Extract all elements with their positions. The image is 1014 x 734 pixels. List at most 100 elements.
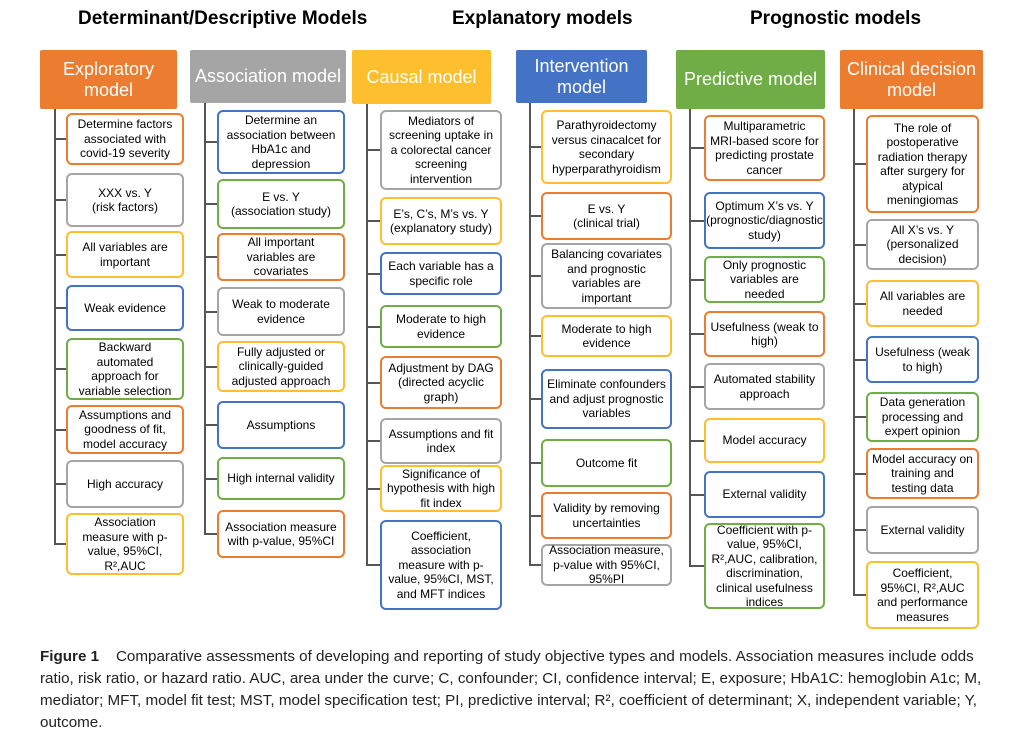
model-header-0: Exploratory model	[40, 50, 177, 109]
model-attribute-text: Weak to moderate evidence	[232, 297, 330, 326]
connector-branch	[853, 163, 866, 165]
model-header-5: Clinical decision model	[840, 50, 983, 109]
model-attribute-text: The role of postoperative radiation ther…	[877, 120, 968, 208]
connector-trunk	[529, 103, 531, 565]
model-attribute-text: Multiparametric MRI-based score for pred…	[710, 119, 819, 177]
connector-branch	[204, 256, 217, 258]
model-attribute-text: Usefulness (weak to high)	[710, 319, 819, 349]
model-attribute-box: Association measure, p-value with 95%CI,…	[541, 543, 672, 586]
model-attribute-box: E vs. Y (association study)	[217, 179, 345, 229]
model-attribute-box: All important variables are covariates	[217, 233, 345, 281]
model-attribute-box: Balancing covariates and prognostic vari…	[541, 243, 672, 309]
model-attribute-text: Only prognostic variables are needed	[722, 257, 807, 301]
model-attribute-text: All variables are needed	[879, 289, 966, 318]
model-attribute-box: All variables are important	[66, 231, 184, 278]
connector-branch	[689, 219, 704, 222]
model-attribute-text: Data generation processing and expert op…	[879, 395, 966, 439]
model-attribute-text: Determine an association between HbA1c a…	[226, 113, 336, 171]
connector-branch	[54, 428, 66, 431]
connector-branch	[853, 416, 866, 418]
connector-branch	[366, 564, 380, 566]
connector-branch	[54, 543, 66, 545]
model-attribute-box: XXX vs. Y (risk factors)	[66, 173, 184, 227]
caption-label: Figure 1	[40, 648, 100, 665]
connector-branch	[529, 335, 541, 337]
group-title-prognostic: Prognostic models	[750, 8, 922, 29]
connector-branch	[529, 462, 541, 464]
connector-branch	[204, 310, 217, 313]
model-attribute-box: High accuracy	[66, 460, 184, 508]
model-attribute-box: Parathyroidectomy versus cinacalcet for …	[541, 110, 672, 184]
connector-branch	[54, 138, 66, 140]
model-attribute-box: High internal validity	[217, 457, 345, 500]
connector-branch	[689, 147, 704, 149]
model-attribute-text: All variables are important	[82, 240, 168, 269]
model-attribute-text: Validity by removing uncertainties	[553, 501, 660, 530]
model-attribute-box: The role of postoperative radiation ther…	[866, 115, 979, 213]
model-attribute-box: Optimum X’s vs. Y (prognostic/diagnostic…	[704, 192, 825, 249]
model-attribute-box: Only prognostic variables are needed	[704, 256, 825, 303]
connector-branch	[529, 146, 541, 148]
connector-branch	[853, 243, 866, 246]
model-attribute-box: Assumptions and fit index	[380, 418, 502, 464]
connector-branch	[54, 199, 66, 201]
model-attribute-box: All variables are needed	[866, 280, 979, 327]
connector-branch	[366, 381, 380, 384]
model-attribute-box: All X’s vs. Y (personalized decision)	[866, 219, 979, 270]
connector-branch	[54, 307, 66, 309]
connector-branch	[204, 424, 217, 426]
model-attribute-text: External validity	[722, 487, 807, 502]
connector-branch	[54, 368, 66, 370]
model-attribute-box: Significance of hypothesis with high fit…	[380, 465, 502, 512]
model-attribute-box: Automated stability approach	[704, 363, 825, 410]
model-attribute-text: Association measure with p-value, 95%CI	[225, 519, 337, 549]
model-attribute-box: Validity by removing uncertainties	[541, 492, 672, 539]
model-attribute-text: E’s, C’s, M’s vs. Y (explanatory study)	[389, 206, 493, 236]
model-attribute-text: Moderate to high evidence	[561, 321, 652, 351]
connector-branch	[366, 272, 380, 275]
model-attribute-text: High internal validity	[227, 471, 335, 486]
model-attribute-text: E vs. Y (clinical trial)	[573, 201, 640, 231]
model-attribute-box: External validity	[866, 506, 979, 554]
connector-branch	[54, 253, 66, 256]
connector-branch	[853, 529, 866, 531]
model-attribute-box: Coefficient, 95%CI, R²,AUC and performan…	[866, 561, 979, 629]
model-attribute-box: Eliminate confounders and adjust prognos…	[541, 369, 672, 429]
model-header-3: Intervention model	[516, 50, 647, 103]
model-attribute-box: Moderate to high evidence	[541, 315, 672, 357]
figure-caption: Figure 1 Comparative assessments of deve…	[40, 646, 1000, 734]
model-attribute-text: All important variables are covariates	[246, 235, 316, 279]
connector-branch	[204, 477, 217, 480]
model-attribute-text: Association measure with p-value, 95%CI,…	[82, 515, 168, 573]
model-attribute-box: Determine factors associated with covid-…	[66, 113, 184, 165]
model-attribute-text: External validity	[880, 522, 965, 537]
model-attribute-box: Model accuracy	[704, 418, 825, 463]
model-attribute-box: External validity	[704, 471, 825, 518]
connector-branch	[204, 141, 217, 143]
connector-branch	[689, 439, 704, 442]
connector-branch	[689, 385, 704, 388]
connector-branch	[529, 398, 541, 400]
model-attribute-box: Each variable has a specific role	[380, 252, 502, 295]
model-header-4: Predictive model	[676, 50, 825, 109]
connector-branch	[689, 565, 704, 567]
model-attribute-text: Model accuracy	[722, 433, 807, 448]
model-attribute-text: Assumptions and fit index	[388, 426, 494, 456]
group-title-descriptive: Determinant/Descriptive Models	[78, 8, 368, 29]
model-attribute-text: Coefficient, 95%CI, R²,AUC and performan…	[877, 566, 968, 624]
model-attribute-text: Assumptions	[246, 417, 316, 432]
connector-branch	[689, 333, 704, 335]
model-attribute-text: Determine factors associated with covid-…	[77, 117, 173, 161]
connector-branch	[366, 325, 380, 328]
model-attribute-box: Assumptions	[217, 401, 345, 449]
model-attribute-text: All X’s vs. Y (personalized decision)	[886, 222, 959, 266]
model-attribute-box: Usefulness (weak to high)	[704, 311, 825, 357]
model-attribute-box: Weak evidence	[66, 285, 184, 331]
model-attribute-box: Determine an association between HbA1c a…	[217, 110, 345, 174]
connector-trunk	[853, 109, 855, 595]
model-attribute-text: Moderate to high evidence	[395, 312, 487, 341]
model-attribute-box: Coefficient with p-value, 95%CI, R²,AUC,…	[704, 523, 825, 609]
model-attribute-text: Coefficient, association measure with p-…	[388, 528, 494, 601]
model-attribute-box: Data generation processing and expert op…	[866, 392, 979, 442]
connector-branch	[366, 220, 380, 222]
